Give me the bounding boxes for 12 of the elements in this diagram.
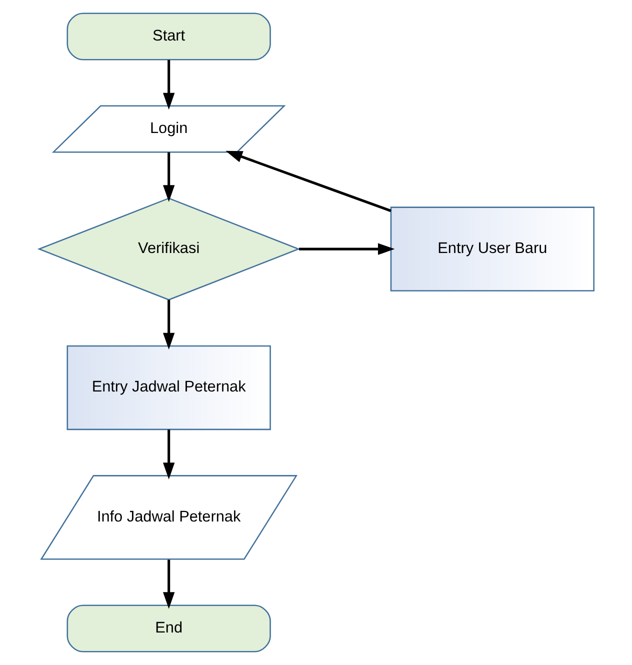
arrow bbox=[162, 430, 174, 480]
node-box: End bbox=[66, 604, 270, 652]
arrow bbox=[162, 60, 174, 110]
node-box: Start bbox=[66, 12, 270, 60]
arrow bbox=[162, 152, 174, 202]
arrow bbox=[225, 150, 391, 212]
arrow bbox=[298, 243, 394, 255]
node-box: Entry Jadwal Peternak bbox=[66, 345, 270, 430]
node-box: Entry User Baru bbox=[390, 206, 594, 292]
arrow bbox=[162, 560, 174, 609]
node-diamond: Verifikasi bbox=[36, 198, 300, 300]
arrow bbox=[162, 300, 174, 350]
